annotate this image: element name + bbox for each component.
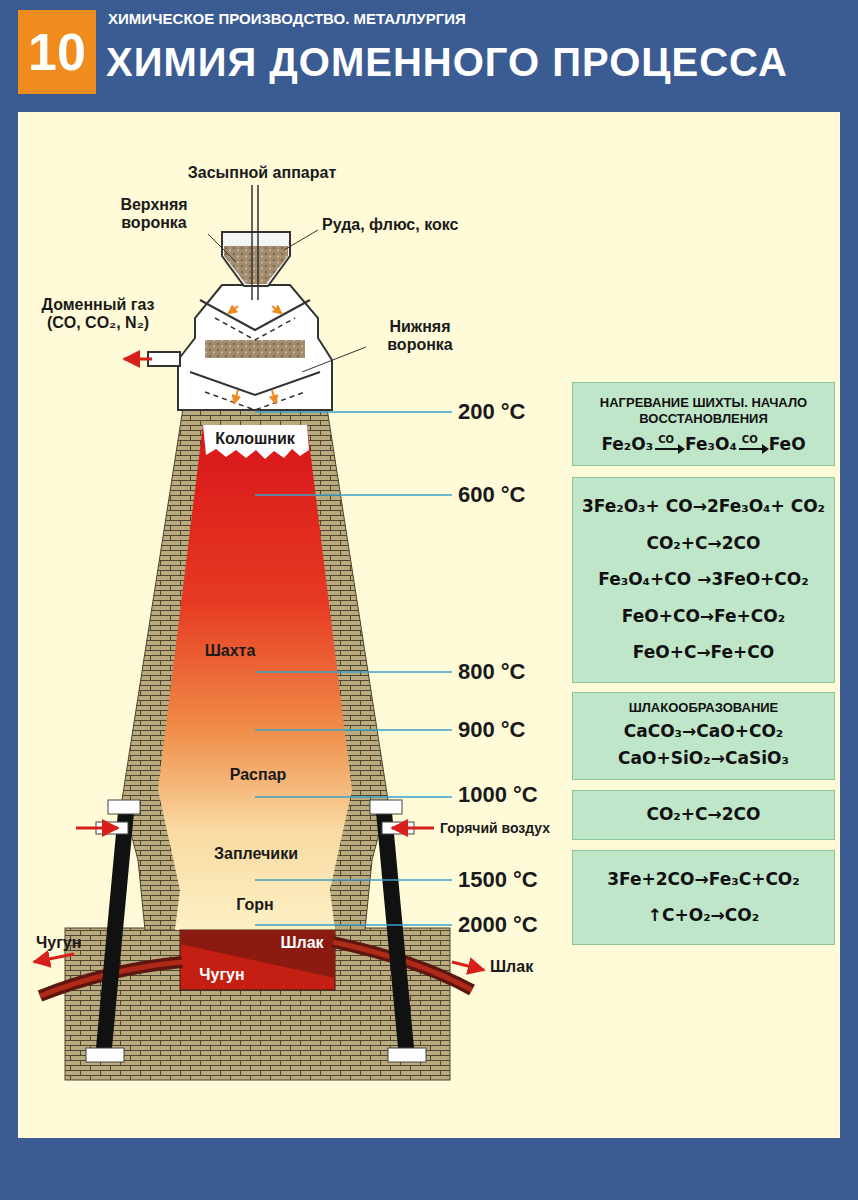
reaction-equation: Fe₃O₄+CO →3FeO+CO₂ <box>598 567 808 593</box>
reaction-equation: CaCO₃→CaO+CO₂ <box>624 719 784 745</box>
poster-frame-part <box>18 112 840 1138</box>
leader-lines-part <box>302 347 366 372</box>
hot-air-tuyeres-part <box>76 827 118 830</box>
reaction-equation: 3Fe₂O₃+ CO→2Fe₃O₄+ CO₂ <box>582 494 825 520</box>
product-name: Чугун <box>36 934 81 952</box>
furnace-interior <box>158 425 352 930</box>
charging-apparatus-part <box>228 306 238 314</box>
support-columns-part <box>370 800 402 814</box>
part-name: Засыпной аппарат <box>188 164 337 182</box>
zone-name: Шахта <box>205 642 256 660</box>
temperature: 1000 °C <box>458 782 538 807</box>
section-number-text: 10 <box>28 22 86 82</box>
reaction-equation: FeO+CO→Fe+CO₂ <box>622 604 785 630</box>
furnace-interior-part <box>158 425 352 930</box>
box-heading: НАГРЕВАНИЕ ШИХТЫ. НАЧАЛО ВОССТАНОВЛЕНИЯ <box>577 395 830 428</box>
layer-name: Чугун <box>199 966 244 984</box>
charging-apparatus-part <box>148 352 180 366</box>
furnace-shell-part <box>122 408 388 930</box>
reaction-equation: CO₂+C→2CO <box>646 802 760 828</box>
leader-lines-part <box>208 234 236 262</box>
charging-apparatus-part <box>124 358 152 361</box>
leader-lines <box>208 230 366 372</box>
reaction-equation: FeO+C→Fe+CO <box>633 640 775 666</box>
temperature: 2000 °C <box>458 912 538 937</box>
reaction-equation: ↑C+O₂→CO₂ <box>648 903 759 929</box>
reaction-box: НАГРЕВАНИЕ ШИХТЫ. НАЧАЛО ВОССТАНОВЛЕНИЯ F… <box>572 382 835 466</box>
temperature-lines-part <box>255 796 452 798</box>
zone-name: Заплечики <box>214 845 298 863</box>
support-columns-part <box>108 800 140 814</box>
charging-apparatus-part <box>222 232 290 286</box>
support-columns-part <box>388 1048 426 1062</box>
reaction-box: ШЛАКООБРАЗОВАНИЕ CaCO₃→CaO+CO₂CaO+SiO₂→Ca… <box>572 692 835 780</box>
part-name: Верхняя воронка <box>98 196 210 233</box>
support-columns <box>86 800 426 1062</box>
reagent-over-arrow: CO <box>655 435 679 450</box>
charging-apparatus-part <box>272 390 276 404</box>
part-name: Руда, флюс, кокс <box>322 216 458 234</box>
temperature-lines-part <box>255 924 452 926</box>
support-columns-part <box>376 812 414 1048</box>
hot-air-tuyeres-part <box>392 827 434 830</box>
charging-apparatus-part <box>215 318 295 340</box>
support-columns-part <box>96 812 134 1048</box>
charging-apparatus-part <box>190 372 320 395</box>
formula: Fe₂O₃ <box>601 434 653 454</box>
part-name: Горячий воздух <box>440 820 550 836</box>
reaction-chain: Fe₂O₃COFe₃O₄COFeO <box>601 434 805 454</box>
reaction-equation: CaO+SiO₂→CaSiO₃ <box>618 746 789 772</box>
zone-name: Распар <box>230 766 287 784</box>
layer-name: Шлак <box>280 934 323 952</box>
charging-apparatus-part <box>257 185 259 300</box>
formula: FeO <box>769 434 806 454</box>
part-name: Доменный газ (CO, CO₂, N₂) <box>26 296 170 333</box>
leader-lines-part <box>284 230 318 250</box>
reaction-box: 3Fe₂O₃+ CO→2Fe₃O₄+ CO₂ CO₂+C→2CO Fe₃O₄+CO … <box>572 477 835 683</box>
charging-apparatus-part <box>251 185 253 300</box>
temperature-lines-part <box>255 671 452 673</box>
product-name: Шлак <box>490 958 533 976</box>
charging-apparatus-part <box>234 390 238 404</box>
formula: Fe₃O₄ <box>685 434 737 454</box>
temperature-lines-part <box>255 879 452 881</box>
temperature-lines-part <box>255 411 452 413</box>
reaction-box: 3Fe+2CO→Fe₃C+CO₂ ↑C+O₂→CO₂ <box>572 850 835 945</box>
furnace-interior-part <box>203 425 309 459</box>
charging-apparatus-part <box>205 392 305 410</box>
temperature: 800 °C <box>458 659 526 684</box>
reaction-equation: 3Fe+2CO→Fe₃C+CO₂ <box>607 867 800 893</box>
temperature-lines-part <box>255 729 452 731</box>
box-heading: ШЛАКООБРАЗОВАНИЕ <box>629 700 779 716</box>
charging-apparatus-part <box>205 340 305 358</box>
temperature: 600 °C <box>458 482 526 507</box>
temperature: 900 °C <box>458 717 526 742</box>
temperature: 1500 °C <box>458 867 538 892</box>
section-number: 10 <box>18 10 96 94</box>
temperature: 200 °C <box>458 399 526 424</box>
tap-pipes <box>34 942 484 996</box>
poster-title: ХИМИЯ ДОМЕННОГО ПРОЦЕССА <box>106 40 788 84</box>
temperature-lines-part <box>255 494 452 496</box>
tap-pipes-part <box>452 962 484 970</box>
charging-apparatus-part <box>178 285 332 410</box>
reaction-box: CO₂+C→2CO <box>572 790 835 840</box>
charging-apparatus-part <box>200 300 310 330</box>
furnace-shell <box>122 408 388 930</box>
section-heading: ХИМИЧЕСКОЕ ПРОИЗВОДСТВО. МЕТАЛЛУРГИЯ <box>108 10 466 27</box>
hearth-part <box>180 930 335 990</box>
hearth <box>180 930 335 990</box>
charging-apparatus-part <box>272 306 282 314</box>
zone-name: Горн <box>236 896 273 914</box>
hot-air-tuyeres <box>76 822 434 834</box>
support-columns-part <box>86 1048 124 1062</box>
tap-pipes-part <box>34 954 74 962</box>
zone-name: Колошник <box>215 430 295 448</box>
reaction-equation: CO₂+C→2CO <box>646 531 760 557</box>
part-name: Нижняя воронка <box>368 318 472 355</box>
reagent-over-arrow: CO <box>739 435 763 450</box>
charging-apparatus-part <box>224 246 288 284</box>
